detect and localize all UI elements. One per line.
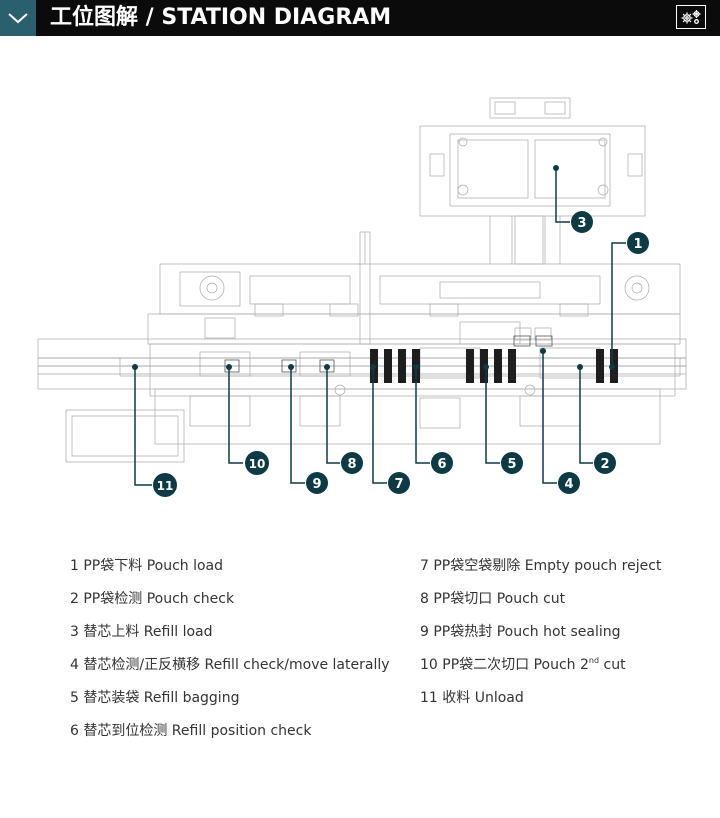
callout-5: 5 (501, 452, 523, 474)
callout-3: 3 (571, 211, 593, 233)
svg-text:10: 10 (249, 457, 266, 471)
machine-drawing: 1 2 3 4 5 6 7 8 (37, 97, 687, 497)
svg-text:5: 5 (507, 457, 516, 472)
svg-text:1: 1 (633, 237, 642, 252)
legend-item-2: 2 PP袋检测 Pouch check (70, 591, 235, 607)
svg-text:9: 9 (312, 477, 321, 492)
callout-6: 6 (431, 452, 453, 474)
svg-text:8: 8 (347, 457, 356, 472)
callout-1: 1 (627, 232, 649, 254)
svg-text:2: 2 (600, 457, 609, 472)
header-bar: 工位图解 / STATION DIAGRAM (0, 0, 720, 36)
gears-icon (681, 10, 701, 24)
legend-item-10-sup: nd (588, 656, 600, 665)
svg-text:6: 6 (437, 457, 446, 472)
legend-item-10: 10 PP袋二次切口 Pouch 2nd cut (420, 656, 626, 674)
callout-7: 7 (388, 472, 410, 494)
callout-10: 10 (245, 451, 269, 475)
callout-leaders (134, 168, 626, 486)
machine-outline (37, 97, 687, 463)
legend-item-10-main: 10 PP袋二次切口 Pouch 2 (420, 657, 589, 673)
svg-text:11: 11 (157, 479, 174, 493)
callout-2: 2 (594, 452, 616, 474)
legend-item-8: 8 PP袋切口 Pouch cut (420, 591, 566, 607)
legend-item-4: 4 替芯检测/正反横移 Refill check/move laterally (70, 657, 390, 673)
svg-text:3: 3 (577, 216, 586, 231)
callout-9: 9 (306, 472, 328, 494)
chevron-down-icon (8, 13, 28, 24)
callout-4: 4 (558, 472, 580, 494)
legend-item-5: 5 替芯装袋 Refill bagging (70, 690, 240, 706)
legend-item-1: 1 PP袋下料 Pouch load (70, 558, 224, 574)
legend-item-7: 7 PP袋空袋剔除 Empty pouch reject (420, 558, 662, 574)
legend-item-10-tail: cut (599, 657, 626, 673)
station-diagram: 1 2 3 4 5 6 7 8 (0, 36, 720, 536)
legend-item-6: 6 替芯到位检测 Refill position check (70, 723, 312, 739)
callout-11: 11 (153, 473, 177, 497)
station-details (224, 335, 553, 373)
callout-anchors (132, 165, 615, 370)
settings-button[interactable] (676, 5, 706, 29)
legend-item-9: 9 PP袋热封 Pouch hot sealing (420, 624, 621, 640)
svg-text:4: 4 (564, 477, 573, 492)
svg-text:7: 7 (394, 477, 403, 492)
page-title: 工位图解 / STATION DIAGRAM (50, 5, 392, 30)
callout-8: 8 (341, 452, 363, 474)
legend-item-3: 3 替芯上料 Refill load (70, 624, 213, 640)
legend-item-11: 11 收料 Unload (420, 690, 524, 706)
station-legend: 1 PP袋下料 Pouch load 2 PP袋检测 Pouch check 3… (0, 545, 720, 755)
collapse-button[interactable] (0, 0, 36, 36)
